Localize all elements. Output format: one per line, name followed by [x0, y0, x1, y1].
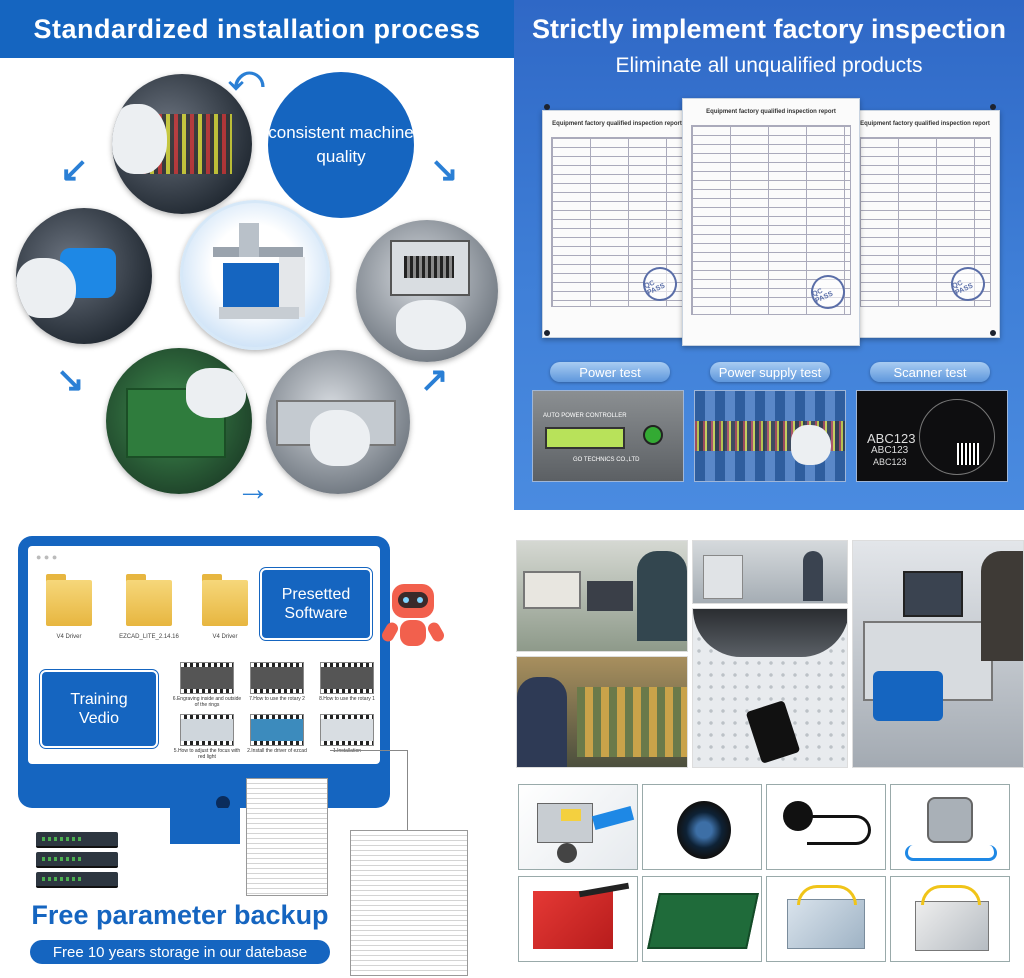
video-thumbnail[interactable]: [180, 714, 234, 746]
inspection-title: Strictly implement factory inspection: [531, 14, 1007, 44]
photo-blue-connector-circle: [16, 208, 152, 344]
inspection-report-left: Equipment factory qualified inspection r…: [542, 110, 692, 338]
power-controller-label: AUTO POWER CONTROLLER: [543, 413, 627, 419]
scanner-text: ABC123: [871, 445, 909, 456]
video-label: 1.Installation: [332, 748, 362, 754]
video-thumbnail[interactable]: [320, 662, 374, 694]
inspection-report-center: Equipment factory qualified inspection r…: [682, 98, 860, 346]
monitor: ● ● ● V4 Driver EZCAD_LITE_2.14.16 V4 Dr…: [18, 536, 390, 810]
monitor-screen: ● ● ● V4 Driver EZCAD_LITE_2.14.16 V4 Dr…: [28, 546, 380, 764]
folder-icon: [126, 574, 172, 630]
video-thumbnail[interactable]: [250, 714, 304, 746]
photo-work-table: [692, 608, 848, 768]
folder-label: V4 Driver: [56, 634, 82, 640]
video-label: 6.Engraving inside and outside of the ri…: [172, 696, 242, 708]
photo-engineer-rotary: [852, 540, 1024, 768]
product-red-laser: [518, 876, 638, 962]
folder-icon: [202, 574, 248, 630]
cycle-arrow-icon: ↙: [60, 151, 89, 189]
cycle-arrow-icon: ↘: [56, 361, 85, 399]
photo-multimeter-testing: [516, 540, 688, 652]
photo-circuit-board-circle: [106, 348, 252, 494]
factory-inspection-panel: Strictly implement factory inspection El…: [514, 0, 1024, 510]
inspection-report-right: Equipment factory qualified inspection r…: [850, 110, 1000, 338]
parameter-sheet: [350, 830, 468, 976]
pin-icon: [990, 330, 996, 336]
video-thumbnail[interactable]: [180, 662, 234, 694]
training-video-box: Training Vedio: [40, 670, 158, 748]
video-thumbnail[interactable]: [320, 714, 374, 746]
product-fiber-laser: [766, 876, 886, 962]
presetted-software-box: Presetted Software: [260, 568, 372, 640]
scanner-text: ABC123: [867, 431, 916, 446]
video-label: 8.How to use the rotary 1: [319, 696, 375, 702]
cycle-arrow-icon: ↗: [420, 361, 449, 399]
server-icon: [36, 872, 118, 888]
power-test-label: Power test: [550, 362, 670, 382]
cycle-arrow-icon: →: [236, 470, 270, 508]
pin-icon: [990, 104, 996, 110]
quality-circle: consistent machine quality: [268, 72, 414, 218]
power-controller-photo: AUTO POWER CONTROLLER GO TECHNICS CO.,LT…: [532, 390, 684, 482]
report-title: Equipment factory qualified inspection r…: [706, 109, 836, 115]
photo-wiring-circle: [112, 74, 252, 214]
installation-title: Standardized installation process: [0, 0, 514, 58]
server-icon: [36, 852, 118, 868]
power-supply-photo: [694, 390, 846, 482]
folder-label: V4 Driver: [212, 634, 238, 640]
webcam-icon: [216, 796, 230, 810]
photo-technician-circuit: [516, 656, 688, 768]
backup-subtitle: Free 10 years storage in our datebase: [30, 940, 330, 964]
power-supply-test-label: Power supply test: [710, 362, 830, 382]
backup-title: Free parameter backup: [31, 900, 329, 930]
video-label: 7.How to use the rotary 2: [249, 696, 305, 702]
product-laser-source: [518, 784, 638, 870]
product-galvo-head: [890, 876, 1010, 962]
photo-scanner-head-circle: [356, 220, 498, 362]
video-label: 2.Install the driver of ezcad: [247, 748, 307, 754]
monitor-stand: [170, 808, 240, 844]
scanner-text: ABC123: [873, 457, 907, 467]
marking-machine-circle: [180, 200, 330, 350]
video-label: 5.How to adjust the focus with red light: [173, 748, 241, 760]
power-controller-brand: GO TECHNICS CO.,LTD: [573, 457, 640, 463]
photo-laser-source-circle: [266, 350, 410, 494]
inspection-subtitle: Eliminate all unqualified products: [615, 54, 923, 77]
server-icon: [36, 832, 118, 848]
product-control-card: [642, 876, 762, 962]
product-lens: [642, 784, 762, 870]
report-title: Equipment factory qualified inspection r…: [552, 121, 682, 127]
report-title: Equipment factory qualified inspection r…: [860, 121, 990, 127]
parameter-sheet: [246, 778, 328, 896]
video-thumbnail[interactable]: [250, 662, 304, 694]
window-dots: ● ● ●: [36, 552, 58, 562]
installation-process-panel: Standardized installation process consis…: [0, 0, 514, 510]
cycle-arrow-icon: ↘: [430, 151, 459, 189]
pin-icon: [544, 330, 550, 336]
folder-icon: [46, 574, 92, 630]
photo-workshop: [692, 540, 848, 604]
production-photos-panel: [514, 510, 1024, 978]
cycle-arrow-icon: ⤺: [228, 60, 265, 98]
folder-label: EZCAD_LITE_2.14.16: [119, 634, 179, 640]
product-connector: [890, 784, 1010, 870]
scanner-test-label: Scanner test: [870, 362, 990, 382]
pin-icon: [544, 104, 550, 110]
product-usb-cable: [766, 784, 886, 870]
software-backup-panel: ● ● ● V4 Driver EZCAD_LITE_2.14.16 V4 Dr…: [0, 510, 514, 978]
scanner-test-photo: ABC123 ABC123 ABC123: [856, 390, 1008, 482]
